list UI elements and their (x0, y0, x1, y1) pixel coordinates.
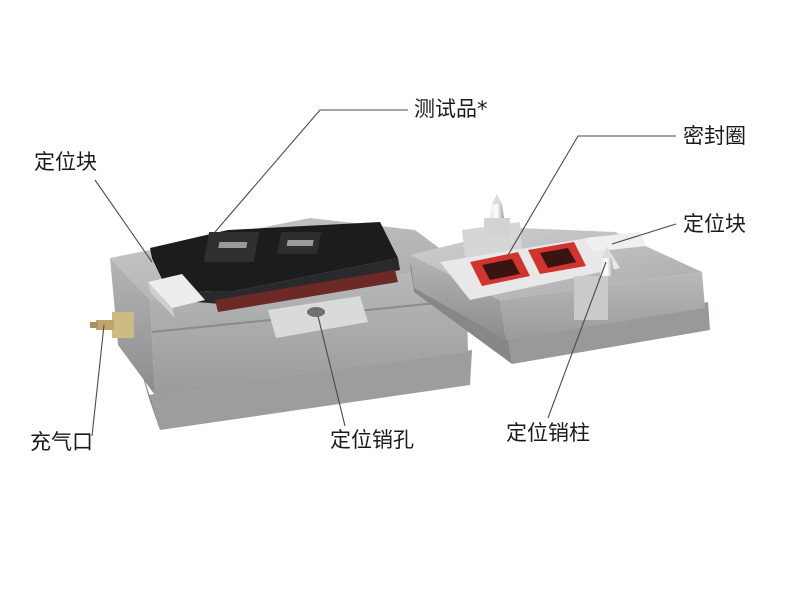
positioning-pin-hole (307, 307, 325, 317)
positioning-block-right (585, 232, 646, 252)
label-positioning-block-left: 定位块 (34, 150, 97, 174)
label-test-sample: 测试品* (414, 97, 488, 121)
leader-positioning-block-left (94, 179, 153, 263)
label-positioning-pin: 定位销柱 (506, 421, 590, 445)
leader-lines (91, 109, 677, 437)
positioning-pin-column (574, 246, 614, 320)
right-base-front (508, 302, 710, 364)
positioning-pin-column-rear (484, 194, 510, 236)
positioning-block-left (148, 274, 205, 308)
leader-inflation-port (91, 324, 105, 437)
inflation-port (90, 312, 134, 338)
left-fixture (90, 218, 472, 430)
right-fixture (410, 194, 710, 364)
label-positioning-pin-hole: 定位销孔 (330, 428, 414, 452)
sealing-ring (470, 242, 586, 286)
leader-pin-hole (317, 315, 346, 427)
leader-sealing-ring (507, 135, 676, 256)
leader-pin-column (547, 261, 607, 419)
left-base-front (148, 350, 472, 430)
label-sealing-ring: 密封圈 (683, 124, 746, 148)
leader-test-sample (214, 109, 408, 233)
right-body-side (410, 255, 506, 340)
label-positioning-block-right: 定位块 (683, 212, 746, 236)
label-inflation-port: 充气口 (30, 430, 93, 454)
leader-positioning-block-right (611, 223, 677, 245)
test-sample (150, 222, 400, 312)
